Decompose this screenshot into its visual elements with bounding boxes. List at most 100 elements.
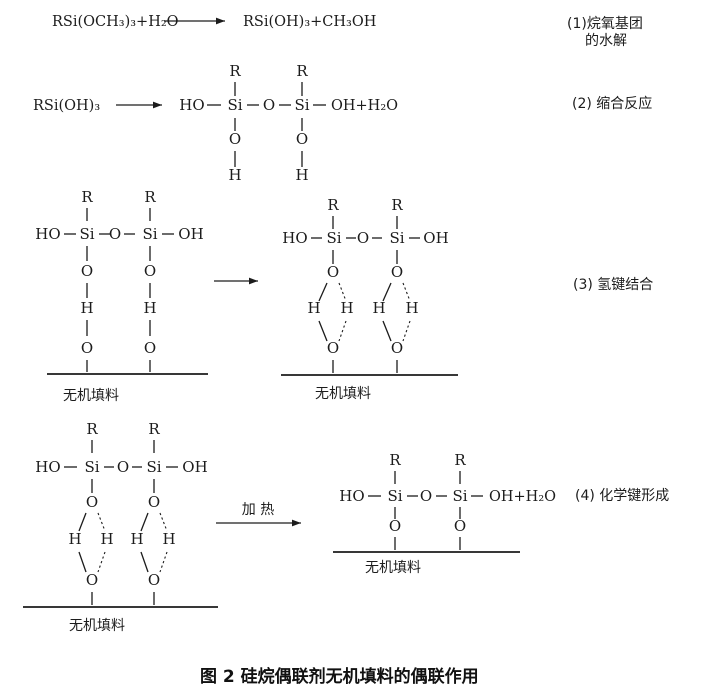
atom-R: R — [327, 196, 339, 214]
atom-OH: OH — [423, 229, 448, 247]
atom-O: O — [109, 225, 121, 243]
atom-O: O — [357, 229, 369, 247]
atom-O: O — [86, 571, 98, 589]
bond-diagonal — [78, 512, 87, 532]
atom-HO: HO — [35, 458, 60, 476]
atom-O: O — [391, 263, 403, 281]
atom-H: H — [80, 299, 93, 317]
atom-O: O — [148, 493, 160, 511]
atom-R: R — [148, 420, 160, 438]
step1-reactant-formula: RSi(OCH₃)₃+H₂O — [52, 14, 179, 30]
atom-O: O — [229, 130, 241, 148]
atom-Si: Si — [146, 458, 161, 476]
atom-Si: Si — [387, 487, 402, 505]
atom-H: H — [405, 299, 418, 317]
hydrogen-bond — [97, 512, 106, 532]
filler-label: 无机填料 — [315, 386, 371, 402]
atom-Si: Si — [389, 229, 404, 247]
step3-left-structure: R R HO Si O Si OH O O H H O O 无机填料 — [35, 188, 208, 404]
step4-right-structure: R R HO Si O Si OH+H₂O O O 无机填料 — [333, 451, 556, 576]
atom-H: H — [130, 530, 143, 548]
atom-H: H — [340, 299, 353, 317]
atom-O: O — [81, 339, 93, 357]
atom-O: O — [327, 339, 339, 357]
filler-label: 无机填料 — [69, 618, 125, 634]
hydrogen-bond — [159, 551, 168, 573]
atom-O: O — [263, 96, 275, 114]
atom-O: O — [296, 130, 308, 148]
hydrogen-bond — [338, 320, 347, 342]
step3-label: (3) 氢键结合 — [573, 277, 653, 293]
hydrogen-bond — [159, 512, 168, 532]
filler-label: 无机填料 — [365, 560, 421, 576]
atom-OH: OH — [178, 225, 203, 243]
step1-label-line2: 的水解 — [585, 33, 627, 49]
heat-label: 加 热 — [242, 502, 274, 518]
atom-R: R — [391, 196, 403, 214]
bond-diagonal — [318, 320, 328, 342]
atom-Si: Si — [452, 487, 467, 505]
atom-O: O — [148, 571, 160, 589]
step1-label-line1: (1)烷氧基团 — [567, 15, 643, 32]
bond-diagonal — [318, 282, 328, 302]
atom-HO: HO — [339, 487, 364, 505]
atom-O: O — [389, 517, 401, 535]
step1-hydrolysis: RSi(OCH₃)₃+H₂O RSi(OH)₃+CH₃OH (1)烷氧基团 的水… — [52, 14, 643, 49]
bond-diagonal — [78, 551, 87, 573]
hydrogen-bond — [402, 320, 411, 342]
hydrogen-bond — [402, 282, 411, 302]
atom-Si: Si — [326, 229, 341, 247]
atom-R: R — [86, 420, 98, 438]
step2-condensation: RSi(OH)₃ R R HO Si O Si OH+H₂O O O H H (… — [33, 62, 652, 184]
hydrogen-bond — [338, 282, 347, 302]
atom-R: R — [454, 451, 466, 469]
step4-left-structure: R R HO Si O Si OH O O H H O H H O — [23, 420, 218, 634]
atom-H: H — [162, 530, 175, 548]
atom-Si: Si — [79, 225, 94, 243]
atom-HO: HO — [35, 225, 60, 243]
atom-O: O — [117, 458, 129, 476]
atom-O: O — [420, 487, 432, 505]
atom-H: H — [228, 166, 241, 184]
atom-Si: Si — [142, 225, 157, 243]
filler-label: 无机填料 — [63, 388, 119, 404]
atom-O: O — [144, 339, 156, 357]
atom-O: O — [86, 493, 98, 511]
atom-R: R — [229, 62, 241, 80]
hydrogen-bond — [97, 551, 106, 573]
atom-H: H — [68, 530, 81, 548]
atom-OH-plus-water: OH+H₂O — [489, 489, 556, 505]
atom-Si: Si — [84, 458, 99, 476]
atom-H: H — [372, 299, 385, 317]
atom-R: R — [296, 62, 308, 80]
bond-diagonal — [140, 551, 149, 573]
atom-HO: HO — [179, 96, 204, 114]
atom-O: O — [81, 262, 93, 280]
atom-O: O — [391, 339, 403, 357]
atom-R: R — [389, 451, 401, 469]
step4-arrow-group: 加 热 — [216, 502, 301, 527]
bond-diagonal — [382, 282, 392, 302]
bond-diagonal — [382, 320, 392, 342]
bond-diagonal — [140, 512, 149, 532]
atom-Si: Si — [294, 96, 309, 114]
atom-O: O — [327, 263, 339, 281]
step2-reactant-formula: RSi(OH)₃ — [33, 98, 100, 114]
atom-OH-plus-water: OH+H₂O — [331, 98, 398, 114]
atom-HO: HO — [282, 229, 307, 247]
atom-H: H — [100, 530, 113, 548]
atom-R: R — [81, 188, 93, 206]
step1-product-formula: RSi(OH)₃+CH₃OH — [243, 14, 376, 30]
atom-OH: OH — [182, 458, 207, 476]
atom-R: R — [144, 188, 156, 206]
figure-caption: 图 2 硅烷偶联剂无机填料的偶联作用 — [200, 666, 479, 687]
atom-O: O — [144, 262, 156, 280]
atom-Si: Si — [227, 96, 242, 114]
atom-H: H — [307, 299, 320, 317]
atom-H: H — [295, 166, 308, 184]
step2-label: (2) 缩合反应 — [572, 95, 652, 112]
step4-label: (4) 化学键形成 — [575, 488, 669, 504]
atom-H: H — [143, 299, 156, 317]
atom-O: O — [454, 517, 466, 535]
